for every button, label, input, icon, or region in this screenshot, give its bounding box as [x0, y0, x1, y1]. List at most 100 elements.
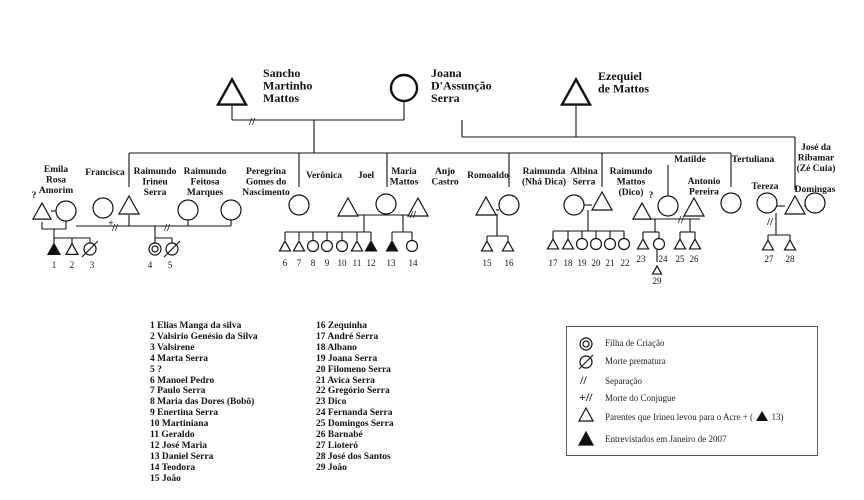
- child-8-symbol: [306, 239, 320, 253]
- tereza-symbol: [756, 192, 778, 214]
- child-number-6: 6: [283, 258, 288, 268]
- list-entry-left-12: 12 José Maria: [150, 440, 207, 451]
- peregrina-symbol: [220, 199, 242, 221]
- child-20-symbol: [589, 237, 603, 251]
- child-number-15: 15: [483, 258, 493, 268]
- anjo-castro-symbol: [406, 196, 430, 217]
- child-24-symbol: [652, 237, 666, 251]
- raimundo-feitosa-symbol: [177, 199, 199, 221]
- child-number-19: 19: [578, 258, 588, 268]
- adopted-daughter-icon: [579, 337, 593, 351]
- list-entry-left-8: 8 Maria das Dores (Bobô): [150, 397, 255, 408]
- list-entry-right-3: 18 Albano: [316, 342, 357, 353]
- list-entry-left-14: 14 Teodora: [150, 462, 196, 473]
- joel-symbol: [336, 196, 360, 217]
- list-entry-right-13: 28 José dos Santos: [316, 451, 391, 462]
- legend-relatives-inline-icon: [756, 411, 769, 421]
- tertuliana-label: Tertuliana: [732, 155, 775, 165]
- child-number-7: 7: [297, 258, 302, 268]
- maria-anjo-separation: //: [409, 209, 417, 221]
- child-11-symbol: [350, 239, 364, 252]
- separation-icon: //: [579, 373, 587, 387]
- child-27-symbol: [761, 238, 775, 251]
- list-entry-left-10: 10 Martiniana: [150, 419, 209, 430]
- matilde-label: Matilde: [674, 155, 706, 165]
- list-entry-left-3: 3 Valsirene: [150, 342, 195, 353]
- list-entry-right-7: 22 Gregório Serra: [316, 386, 390, 397]
- child-number-22: 22: [621, 258, 630, 268]
- legend-symbols: // +//: [577, 337, 595, 446]
- child-26-symbol: [688, 237, 702, 250]
- child-number-27: 27: [765, 254, 775, 264]
- veronica-symbol: [288, 194, 310, 216]
- child-number-1: 1: [52, 260, 57, 270]
- child-number-28: 28: [786, 254, 796, 264]
- romoaldo-label: Romoaldo: [467, 171, 509, 181]
- child-number-4: 4: [148, 260, 153, 270]
- list-entry-right-11: 26 Barnabé: [316, 430, 363, 441]
- albina-symbol: [563, 194, 585, 216]
- matilde-first-spouse-symbol: [631, 201, 653, 220]
- list-entry-right-2: 17 André Serra: [316, 331, 379, 342]
- relatives-taken-icon: [577, 406, 595, 422]
- child-6-symbol: [278, 239, 292, 252]
- spouse-death-icon: +//: [579, 390, 593, 404]
- irineu-second-separation: //: [163, 222, 171, 234]
- child-2-symbol: [64, 242, 80, 255]
- child-7-symbol: [292, 239, 306, 252]
- raimundo-dico-symbol: [590, 190, 614, 211]
- child-number-26: 26: [690, 254, 700, 264]
- francisca-symbol: [92, 197, 114, 219]
- child-number-5: 5: [168, 260, 173, 270]
- list-entry-right-8: 23 Dico: [316, 397, 347, 408]
- legend-relatives-suffix: 13): [771, 412, 784, 422]
- child-15-symbol: [480, 239, 494, 252]
- unknown-spouse-symbol: [31, 201, 53, 220]
- child-18-symbol: [561, 237, 575, 250]
- list-entry-right-5: 20 Filomeno Serra: [316, 364, 391, 375]
- adopted-daughter-inner-icon: [582, 340, 590, 348]
- irineu-francisca-separation: //: [111, 222, 119, 234]
- raimundo-irineu-symbol: [117, 194, 141, 215]
- list-entry-right-14: 29 João: [316, 462, 347, 473]
- veronica-label: Verônica: [306, 171, 342, 181]
- child-number-24: 24: [659, 254, 669, 264]
- ezequiel-symbol: [559, 76, 593, 106]
- antonio-symbol: [682, 196, 706, 217]
- child-number-20: 20: [592, 258, 602, 268]
- legend-interviewed-label: Entrevistados em Janeiro de 2007: [605, 434, 727, 444]
- child-3-symbol: [83, 242, 97, 256]
- legend-relatives-prefix: Parentes que Irineu levou para o Acre + …: [605, 412, 754, 422]
- child-number-17: 17: [549, 258, 559, 268]
- legend-adopted-label: Filha de Criação: [605, 338, 665, 348]
- child-23-symbol: [636, 237, 650, 250]
- child-22-symbol: [617, 237, 631, 251]
- child-5-premature-slash: [163, 240, 181, 258]
- child-25-symbol: [673, 237, 687, 250]
- child-17-symbol: [546, 237, 560, 250]
- list-entry-left-11: 11 Geraldo: [150, 430, 195, 441]
- matilde-symbol: [657, 195, 679, 217]
- tertuliana-symbol: [720, 192, 742, 214]
- raimunda-nha-dica-symbol: [498, 194, 520, 216]
- joana-symbol: [389, 73, 419, 103]
- child-number-16: 16: [505, 258, 515, 268]
- child-number-14: 14: [409, 258, 419, 268]
- child-3-premature-slash: [81, 240, 99, 258]
- tereza-label: Tereza: [752, 182, 779, 192]
- francisca-label: Francisca: [85, 168, 125, 178]
- domingas-symbol: [804, 192, 826, 214]
- legend-premature-label: Morte prematura: [605, 356, 666, 366]
- child-number-10: 10: [338, 258, 348, 268]
- child-number-2: 2: [70, 260, 75, 270]
